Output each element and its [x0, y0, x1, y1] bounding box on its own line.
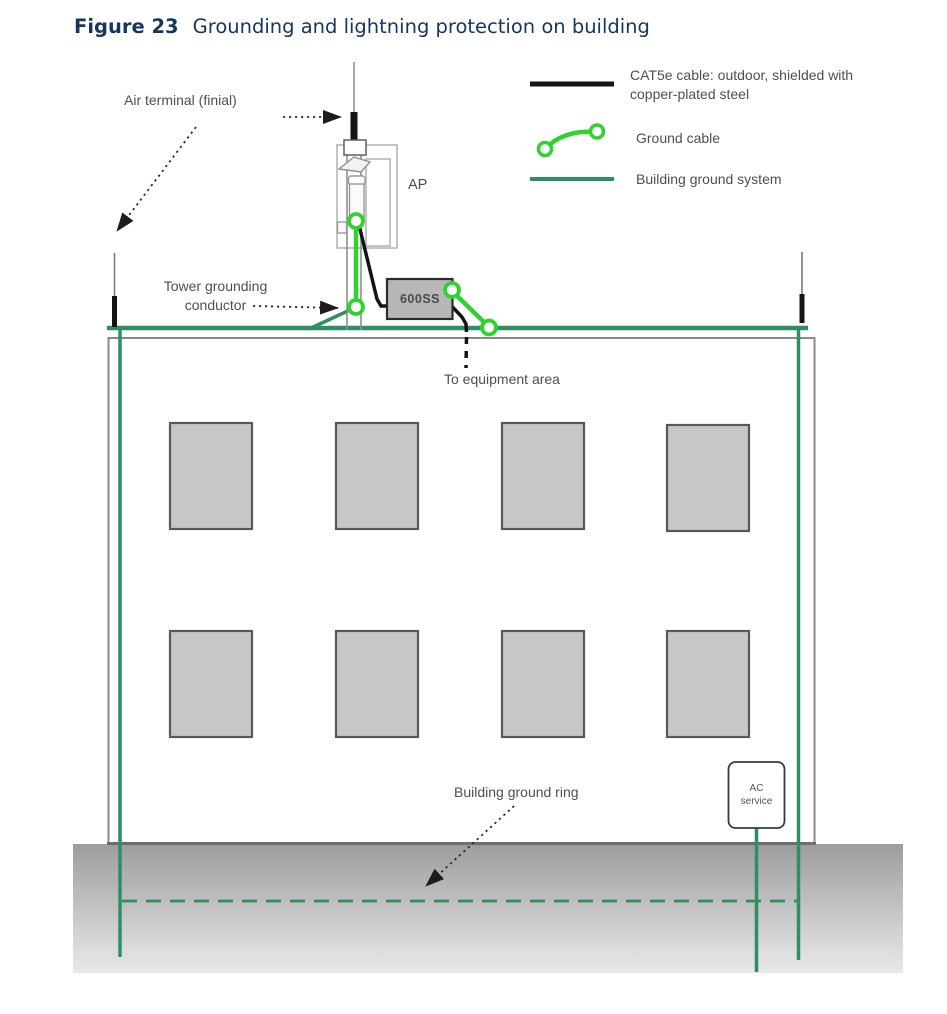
ap-foot-tab [336, 221, 348, 234]
ap-bracket-slat [365, 158, 391, 247]
arrow-tower-grounding [252, 300, 339, 315]
window [500, 421, 586, 531]
ap-clamp [337, 156, 372, 173]
legend-item-cat5e: CAT5e cable: outdoor, shielded with copp… [630, 67, 854, 102]
ground-lug [347, 298, 365, 316]
surge-suppressor-label: 600SS [399, 292, 441, 306]
window [168, 421, 254, 531]
building-ground-ring-label: Building ground ring [454, 784, 579, 800]
legend-item-building-ground: Building ground system [636, 171, 782, 187]
window [334, 421, 420, 531]
air-terminal-left [112, 253, 117, 327]
window [168, 629, 254, 739]
tower-grounding-conductor-line [308, 307, 353, 331]
air-terminal-label: Air terminal (finial) [124, 92, 237, 108]
ground-lug [480, 318, 498, 337]
cat5e-cable-ap-to-suppressor [357, 224, 388, 308]
soil-ground-area [73, 844, 903, 973]
window-row-2 [168, 629, 751, 739]
air-terminal-mast [350, 112, 358, 140]
window [500, 629, 586, 739]
ac-service-label: AC service [740, 782, 773, 808]
cat5e-cable-to-equipment-dashed [464, 336, 469, 369]
air-terminal-right [799, 252, 805, 323]
window-row-1 [168, 421, 751, 533]
arrow-air-terminal-to-left-finial [116, 126, 197, 232]
ground-lug [347, 212, 365, 230]
legend-item-ground-cable: Ground cable [636, 130, 721, 146]
cat5e-cable-suppressor-out [451, 305, 469, 333]
ap-label: AP [408, 177, 428, 193]
ground-lug [443, 281, 461, 299]
arrow-building-ground-ring [425, 805, 515, 887]
ac-service-box [727, 761, 786, 829]
figure-number: Figure 23 [74, 15, 179, 38]
tower-grounding-label: Tower grounding conductor [163, 278, 268, 313]
suppressor-ground-cable [450, 289, 491, 329]
figure-title: Grounding and lightning protection on bu… [192, 15, 650, 38]
window [665, 423, 751, 533]
window [334, 629, 420, 739]
building-outline [107, 337, 816, 844]
antenna-mount-block [343, 139, 367, 156]
legend-ground-cable-swatch [536, 123, 606, 158]
figure-caption: Figure 23 Grounding and lightning protect… [74, 15, 650, 38]
to-equipment-area-label: To equipment area [444, 371, 560, 387]
window [665, 629, 751, 739]
ground-lugs [347, 212, 498, 337]
surge-suppressor-box [385, 277, 454, 321]
